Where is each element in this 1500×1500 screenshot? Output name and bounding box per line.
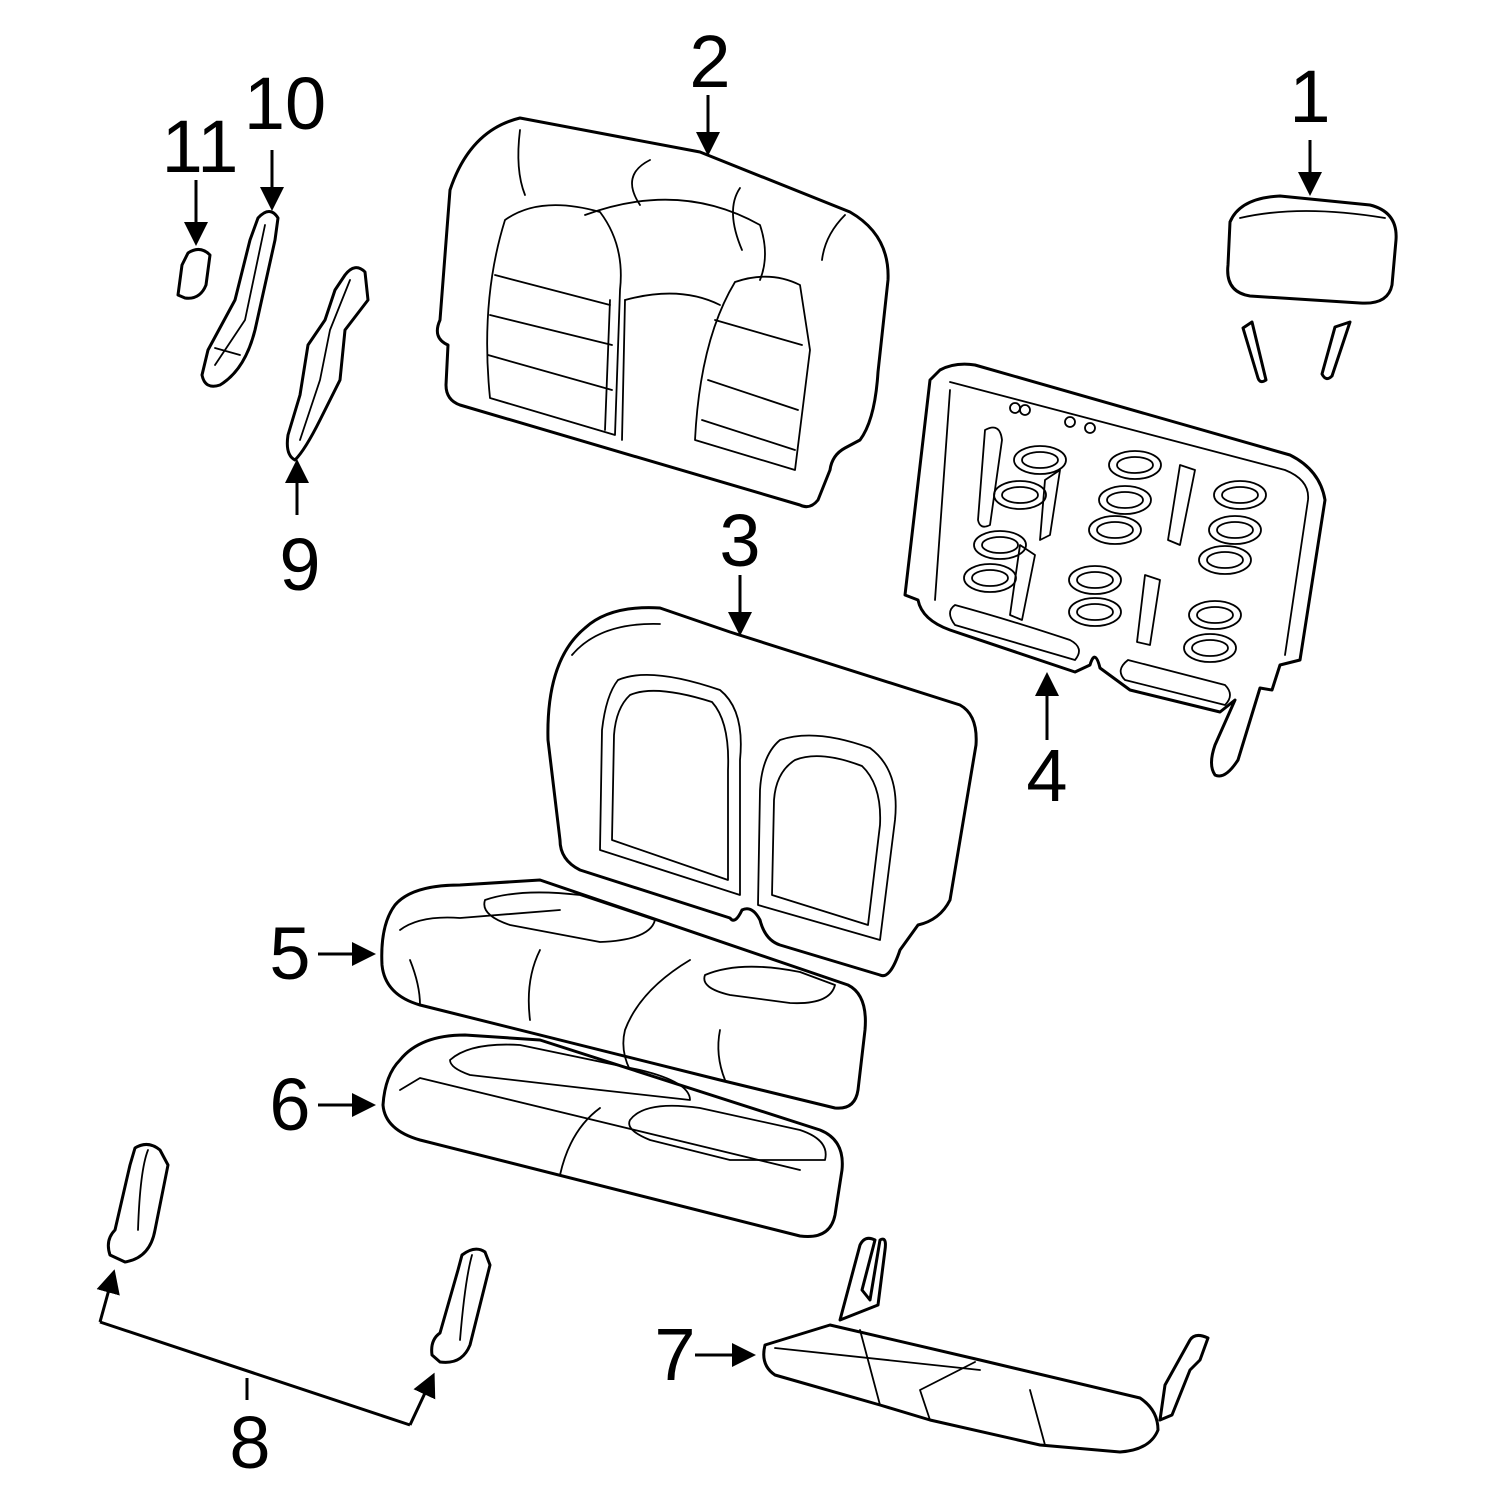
part-9-trim-panel <box>285 266 370 462</box>
callout-2: 2 <box>689 20 730 103</box>
part-3-seatback <box>546 606 978 978</box>
part-6-cushion-pad <box>381 1033 844 1239</box>
callout-10: 10 <box>244 62 326 145</box>
callout-labels: 1 2 3 4 5 6 7 8 9 10 11 <box>162 20 1331 1484</box>
callout-9: 9 <box>279 523 320 606</box>
part-11-clip <box>176 248 212 300</box>
callout-11: 11 <box>162 105 239 188</box>
frame-oval-holes <box>963 445 1267 663</box>
leader-8-left <box>96 1269 120 1323</box>
callout-6: 6 <box>269 1063 310 1146</box>
leader-arrows <box>96 95 1322 1427</box>
leader-8-right <box>408 1372 436 1426</box>
callout-3: 3 <box>719 499 760 582</box>
part-5-cushion-cover <box>380 878 867 1110</box>
part-10-trim-panel <box>200 210 280 388</box>
part-1-headrest <box>1226 194 1398 384</box>
callout-8: 8 <box>229 1401 270 1484</box>
part-8-trim-covers <box>106 1143 492 1364</box>
part-7-cushion-frame <box>762 1236 1210 1454</box>
part-4-seatback-frame <box>903 362 1327 778</box>
callout-7: 7 <box>654 1313 695 1396</box>
leader-8-bracket <box>99 1320 411 1427</box>
part-2-seatback-cover <box>435 116 890 509</box>
callout-1: 1 <box>1289 55 1330 138</box>
callout-5: 5 <box>269 912 310 995</box>
callout-4: 4 <box>1026 734 1067 817</box>
